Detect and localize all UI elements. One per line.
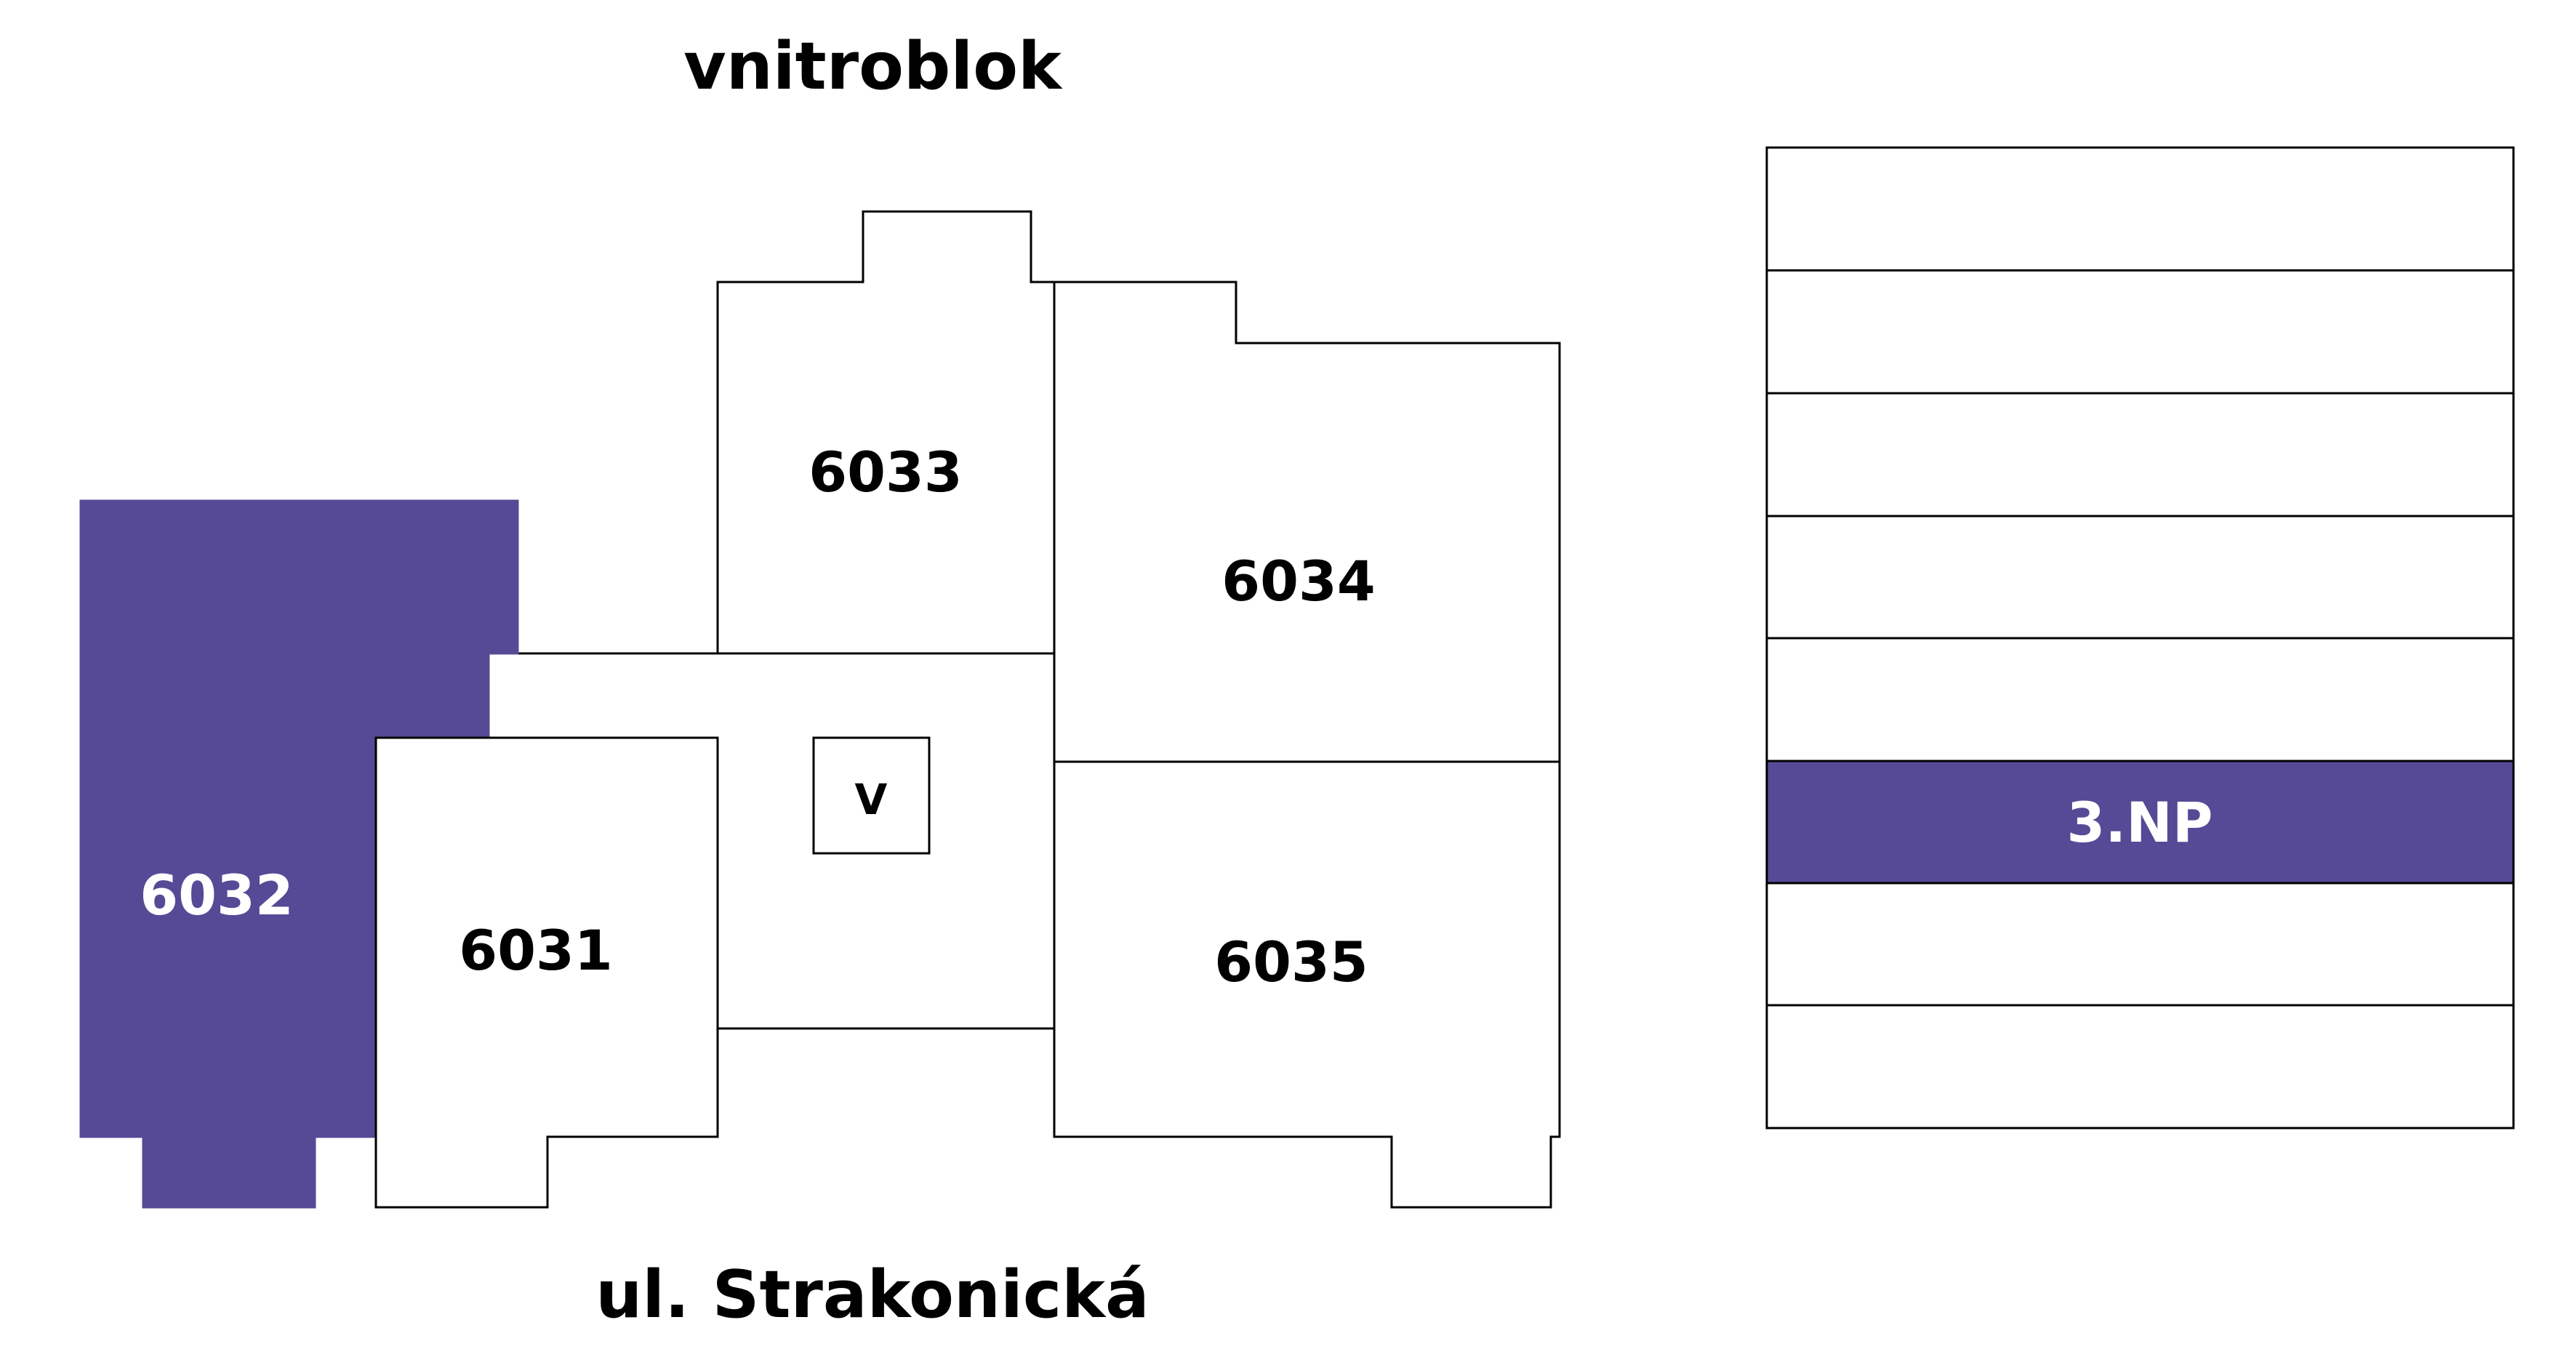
unit-label-6034: 6034 (1221, 549, 1376, 613)
unit-6035[interactable] (1053, 760, 1561, 1209)
unit-6033[interactable] (716, 210, 1056, 655)
unit-6031[interactable] (374, 736, 719, 1209)
elevator-label: V (855, 775, 888, 824)
unit-label-6035: 6035 (1214, 930, 1368, 994)
floor-row-5[interactable] (1765, 637, 2515, 762)
floor-label-3np: 3.NP (2066, 790, 2212, 855)
courtyard-label: vnitroblok (683, 28, 1063, 105)
floor-row-4[interactable] (1765, 515, 2515, 640)
unit-label-6031: 6031 (459, 918, 613, 983)
floor-row-2[interactable] (1765, 269, 2515, 395)
floor-selector: 3.NP (1765, 146, 2515, 1130)
street-label: ul. Strakonická (595, 1257, 1149, 1333)
floor-row-3np[interactable] (1765, 760, 2515, 885)
floor-row-3[interactable] (1765, 392, 2515, 518)
floor-row-8[interactable] (1765, 1004, 2515, 1130)
unit-6034[interactable] (1053, 281, 1561, 763)
elevator-shaft (812, 736, 931, 855)
floor-row-1[interactable] (1765, 146, 2515, 272)
unit-label-6032: 6032 (140, 863, 294, 927)
unit-label-6033: 6033 (808, 440, 963, 504)
floor-row-7[interactable] (1765, 882, 2515, 1007)
